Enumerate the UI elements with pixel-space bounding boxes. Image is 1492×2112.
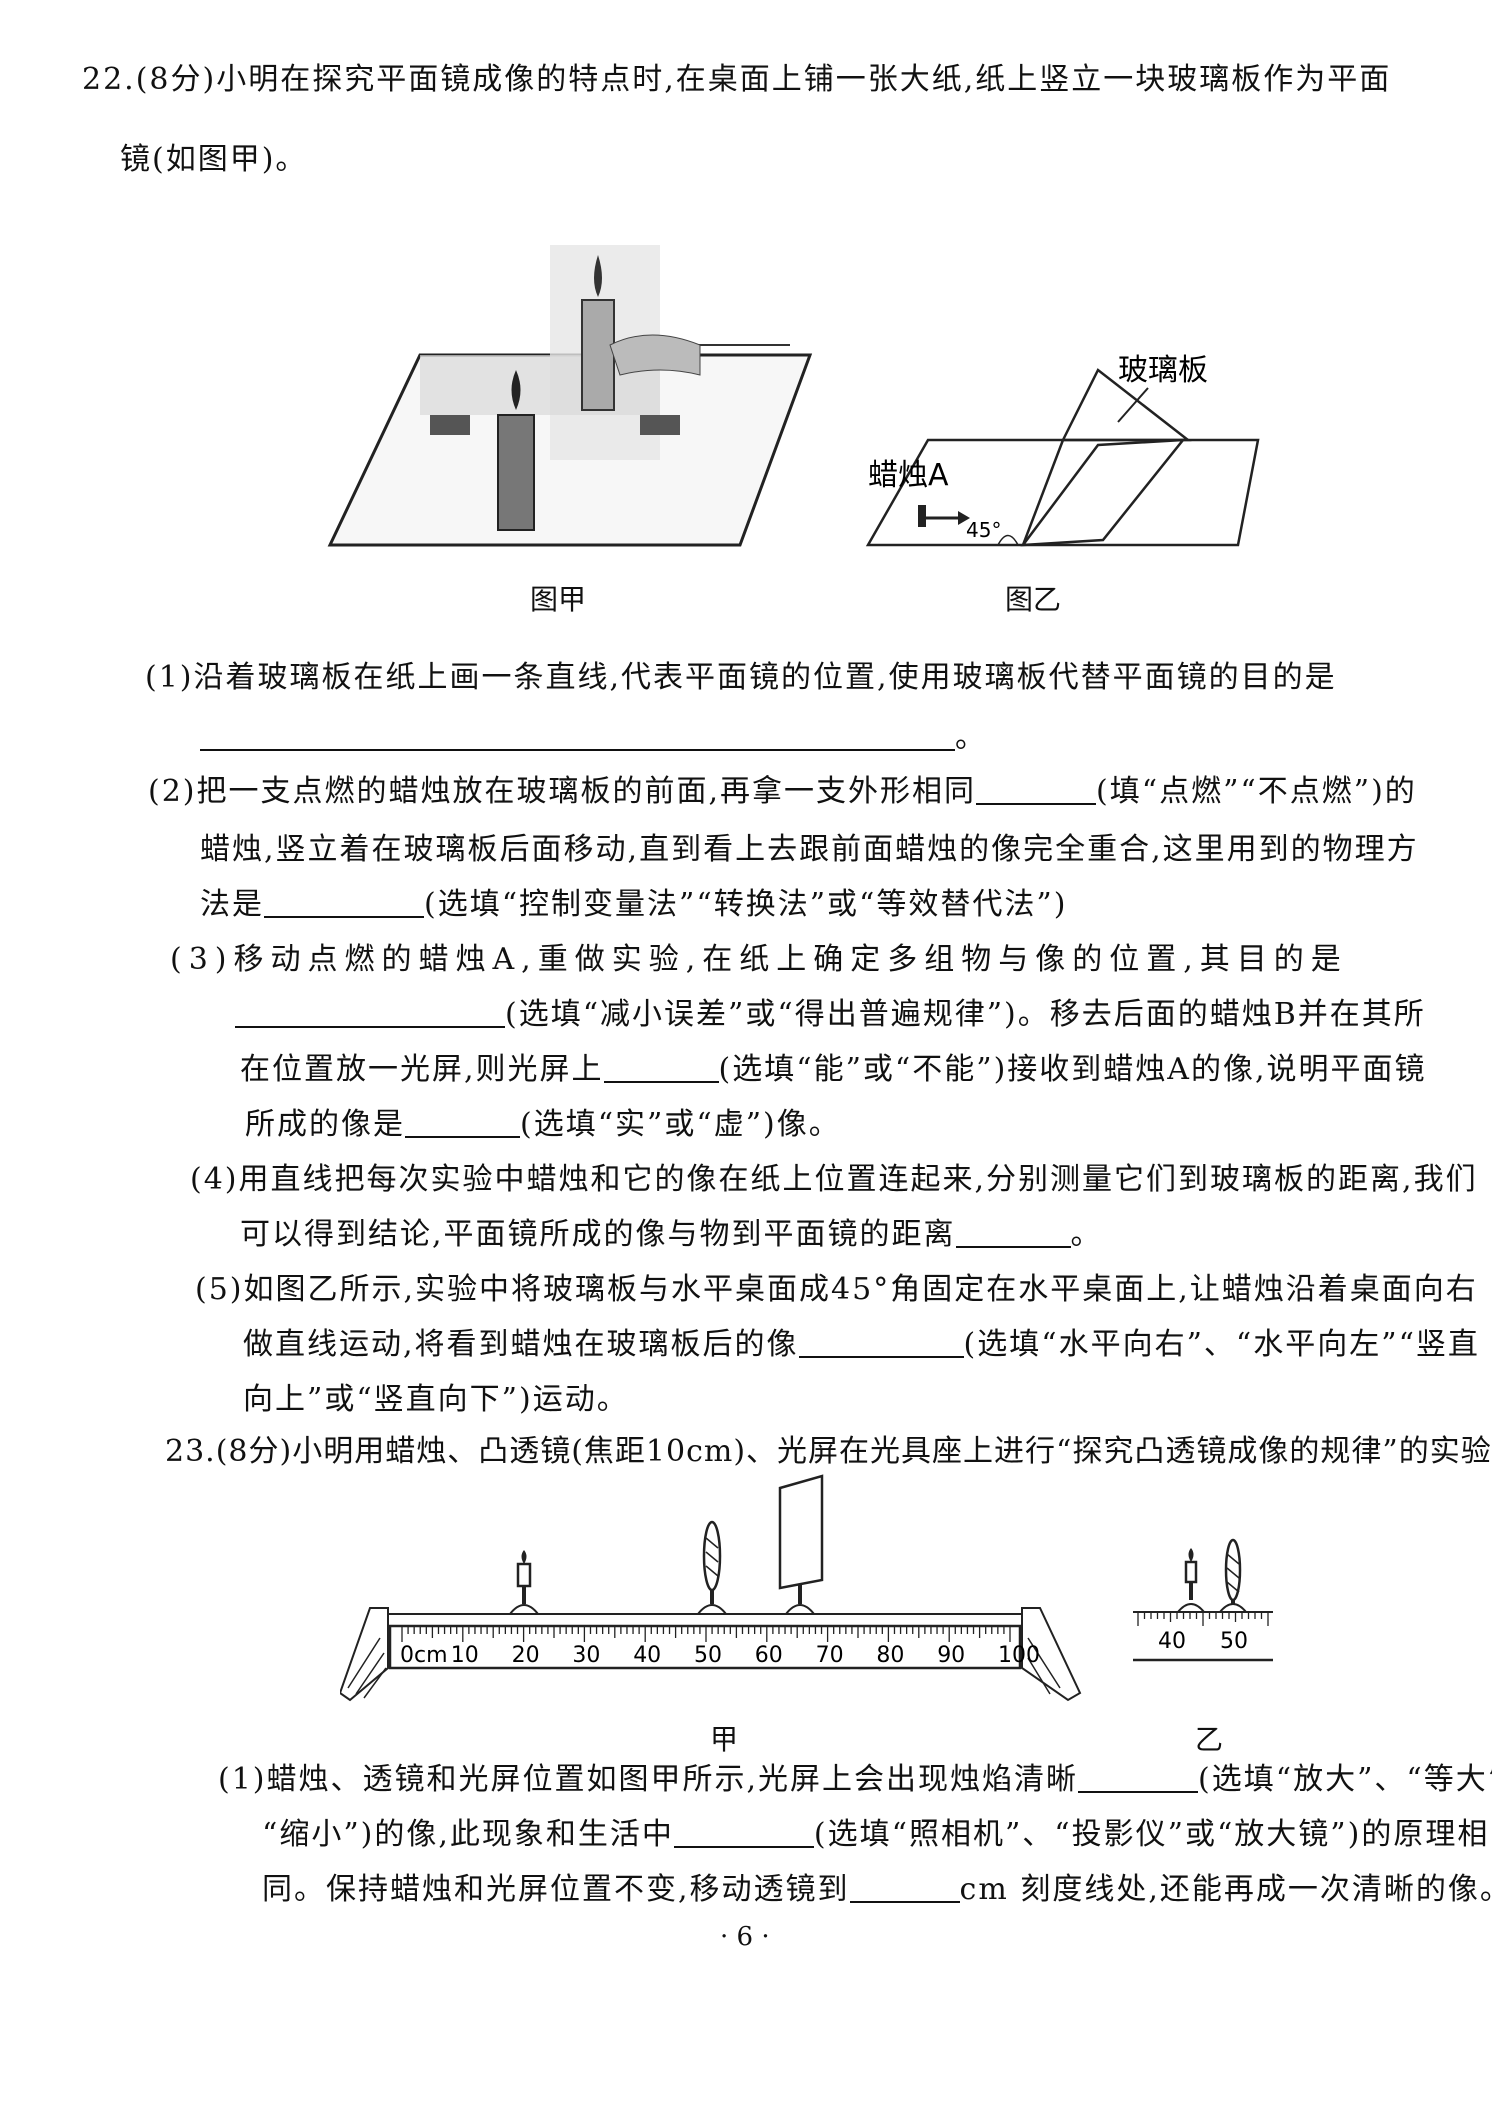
q22-header: 22.(8分)小明在探究平面镜成像的特点时,在桌面上铺一张大纸,纸上竖立一块玻璃… xyxy=(82,62,1392,97)
fig-yi-glass-label: 玻璃板 xyxy=(1118,353,1208,388)
q22-header-cont: 镜(如图甲)。 xyxy=(120,142,308,177)
answer-blank[interactable] xyxy=(798,1326,964,1358)
ruler-label: 20 xyxy=(512,1643,540,1668)
q23-header: 23.(8分)小明用蜡烛、凸透镜(焦距10cm)、光屏在光具座上进行“探究凸透镜… xyxy=(165,1434,1492,1469)
q22-part4-line1: (4)用直线把每次实验中蜡烛和它的像在纸上位置连起来,分别测量它们到玻璃板的距离… xyxy=(190,1162,1478,1197)
ruler-label: 90 xyxy=(937,1643,965,1668)
q22-part2-line3: 法是(选填“控制变量法”“转换法”或“等效替代法”) xyxy=(200,886,1068,922)
ruler-label: 10 xyxy=(451,1643,479,1668)
ruler-label: 50 xyxy=(694,1643,722,1668)
q22-part3-line1: (3)移动点燃的蜡烛A,重做实验,在纸上确定多组物与像的位置,其目的是 xyxy=(170,942,1348,977)
fig23-jia-caption: 甲 xyxy=(710,1723,739,1756)
q22-part5-line3: 向上”或“竖直向下”)运动。 xyxy=(243,1382,629,1417)
q22-part3-line3: 在位置放一光屏,则光屏上(选填“能”或“不能”)接收到蜡烛A的像,说明平面镜 xyxy=(240,1051,1427,1087)
ruler-yi-label: 50 xyxy=(1220,1629,1248,1654)
figure-jia xyxy=(327,245,813,547)
answer-blank[interactable] xyxy=(603,1051,719,1083)
optical-bench-figure-yi: 40 50 xyxy=(1133,1538,1273,1662)
answer-blank[interactable] xyxy=(955,1216,1071,1248)
fig23-yi-caption: 乙 xyxy=(1195,1723,1224,1756)
fig-yi-caption: 图乙 xyxy=(1005,583,1062,616)
answer-blank[interactable] xyxy=(264,886,424,918)
ruler-label: 60 xyxy=(755,1643,783,1668)
fig-jia-caption: 图甲 xyxy=(530,583,587,616)
answer-blank[interactable] xyxy=(405,1106,520,1138)
q22-part2-line1: (2)把一支点燃的蜡烛放在玻璃板的前面,再拿一支外形相同(填“点燃”“不点燃”)… xyxy=(148,773,1417,809)
answer-blank[interactable] xyxy=(849,1871,960,1903)
page-number: · 6 · xyxy=(720,1922,770,1952)
q22-part1-line1: (1)沿着玻璃板在纸上画一条直线,代表平面镜的位置,使用玻璃板代替平面镜的目的是 xyxy=(145,660,1337,695)
answer-blank[interactable] xyxy=(235,996,505,1028)
q22-part3-line4: 所成的像是(选填“实”或“虚”)像。 xyxy=(245,1106,841,1142)
q22-part4-line2: 可以得到结论,平面镜所成的像与物到平面镜的距离。 xyxy=(240,1216,1103,1252)
ruler-label: 0cm xyxy=(400,1643,448,1668)
fig-yi-angle-label: 45° xyxy=(966,518,1001,542)
ruler-label: 40 xyxy=(633,1643,661,1668)
q22-part5-line2: 做直线运动,将看到蜡烛在玻璃板后的像(选填“水平向右”、“水平向左”“竖直 xyxy=(243,1326,1480,1362)
ruler-label: 100 xyxy=(998,1643,1040,1668)
answer-blank[interactable] xyxy=(673,1816,814,1848)
q23-part1-line2: “缩小”)的像,此现象和生活中(选填“照相机”、“投影仪”或“放大镜”)的原理相 xyxy=(262,1816,1490,1852)
q22-part2-line2: 蜡烛,竖立着在玻璃板后面移动,直到看上去跟前面蜡烛的像完全重合,这里用到的物理方 xyxy=(200,832,1419,867)
q22-part3-line2: (选填“减小误差”或“得出普遍规律”)。移去后面的蜡烛B并在其所 xyxy=(235,995,1426,1035)
figure-yi: 玻璃板 蜡烛A 45° xyxy=(865,353,1260,547)
ruler-label: 80 xyxy=(876,1643,904,1668)
ruler-yi-label: 40 xyxy=(1158,1629,1186,1654)
ruler-label: 30 xyxy=(572,1643,600,1668)
answer-blank[interactable] xyxy=(976,773,1097,805)
q23-part1-line1: (1)蜡烛、透镜和光屏位置如图甲所示,光屏上会出现烛焰清晰(选填“放大”、“等大… xyxy=(218,1761,1492,1797)
ruler-label: 70 xyxy=(816,1643,844,1668)
fig-yi-candle-label: 蜡烛A xyxy=(868,458,949,493)
q22-part5-line1: (5)如图乙所示,实验中将玻璃板与水平桌面成45°角固定在水平桌面上,让蜡烛沿着… xyxy=(195,1272,1478,1307)
answer-blank[interactable] xyxy=(1078,1761,1199,1793)
answer-blank[interactable] xyxy=(200,719,955,751)
q22-part1-line2: 。 xyxy=(200,718,987,758)
